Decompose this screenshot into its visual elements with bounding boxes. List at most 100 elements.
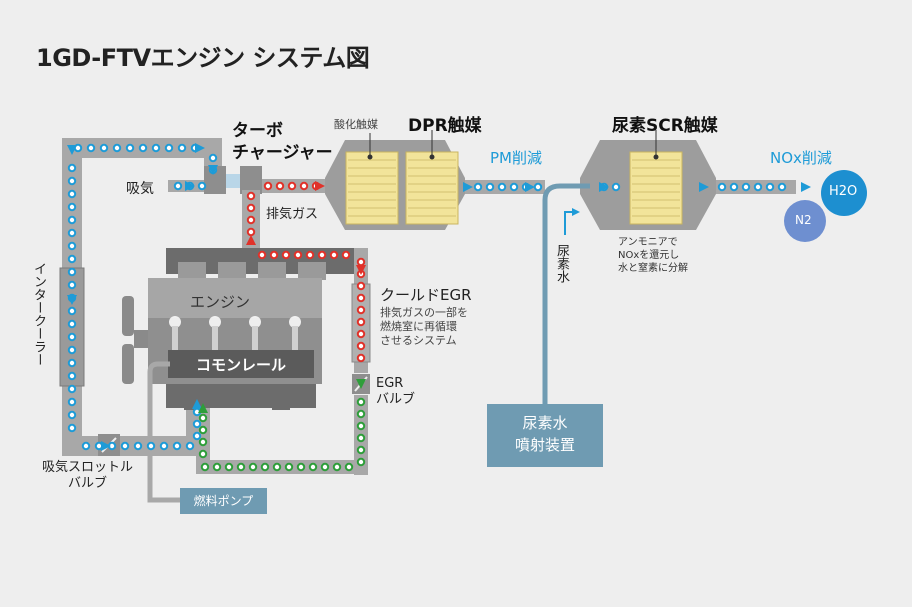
intake-flow-dot — [133, 441, 143, 451]
egr-return-dot — [356, 433, 366, 443]
exhaust-flow-dot — [777, 182, 787, 192]
dpr-catalyst-block — [405, 151, 459, 225]
intake-flow-dot — [67, 345, 77, 355]
exhaust-flow-dot — [246, 191, 256, 201]
egr-return-dot — [308, 462, 318, 472]
egr-flow-dot — [356, 353, 366, 363]
urea-injector-box — [487, 404, 603, 467]
egr-return-dot — [296, 462, 306, 472]
exhaust-flow-dot — [287, 181, 297, 191]
catalyst-hatch — [348, 159, 456, 217]
exhaust-flow-arrow — [246, 235, 256, 245]
exhaust-flow-arrow — [463, 182, 473, 192]
common-rail-bar — [168, 350, 314, 378]
n2-label: N2 — [795, 213, 812, 227]
page-title: 1GD-FTVエンジン システム図 — [36, 44, 370, 72]
oxidation-catalyst-label: 酸化触媒 — [334, 118, 378, 131]
exhaust-flow-dot — [533, 182, 543, 192]
egr-flow-dot — [356, 281, 366, 291]
exhaust-flow-arrow — [801, 182, 811, 192]
intake-flow-arrow — [101, 441, 111, 451]
intake-flow-dot — [192, 419, 202, 429]
intake-flow-dot — [67, 176, 77, 186]
fuel-pump-label: 燃料ポンプ — [193, 494, 254, 508]
egr-return-dot — [198, 437, 208, 447]
intake-flow-dot — [67, 319, 77, 329]
egr-flow-dot — [329, 250, 339, 260]
intake-flow-dot — [67, 410, 77, 420]
intake-flow-arrow — [67, 145, 77, 155]
egr-return-dot — [356, 421, 366, 431]
egr-flow-dot — [356, 341, 366, 351]
egr-flow-dot — [317, 250, 327, 260]
scr-catalyst-label: 尿素SCR触媒 — [612, 116, 718, 136]
intake-flow-dot — [112, 143, 122, 153]
intercooler-label: インタークーラー — [31, 262, 46, 366]
exhaust-flow-dot — [611, 182, 621, 192]
intake-flow-dot — [67, 358, 77, 368]
nox-reduction-label: NOx削減 — [770, 149, 832, 167]
egr-return-dot — [224, 462, 234, 472]
intake-flow-dot — [67, 397, 77, 407]
exhaust-flow-arrow — [599, 182, 609, 192]
exhaust-flow-dot — [485, 182, 495, 192]
urea-spray-arrow — [564, 211, 572, 235]
egr-return-arrow — [198, 403, 208, 413]
exhaust-flow-dot — [246, 203, 256, 213]
scr-catalyst-block — [629, 151, 683, 225]
throttle-valve-label: 吸気スロットル バルブ — [42, 460, 134, 491]
egr-flow-dot — [356, 329, 366, 339]
common-rail-label: コモンレール — [195, 356, 286, 374]
egr-flow-dot — [356, 305, 366, 315]
turbo-turbine — [240, 166, 262, 194]
intake-flow-dot — [67, 306, 77, 316]
intake-flow-dot — [67, 189, 77, 199]
turbo-shaft — [226, 174, 244, 188]
egr-return-dot — [200, 462, 210, 472]
intake-flow-dot — [67, 215, 77, 225]
fuel-line — [147, 361, 180, 503]
exhaust-flow-dot — [275, 181, 285, 191]
intake-flow-dot — [151, 143, 161, 153]
turbo-compressor — [204, 166, 226, 194]
urea-line — [542, 183, 590, 405]
exhaust-flow-dot — [509, 182, 519, 192]
exhaust-flow-arrow — [699, 182, 709, 192]
egr-flow-dot — [356, 293, 366, 303]
egr-return-dot — [198, 413, 208, 423]
cooled-egr-label: クールドEGR — [380, 286, 472, 304]
intake-flow-dot — [146, 441, 156, 451]
intake-flow-dot — [125, 143, 135, 153]
egr-note: 排気ガスの一部を 燃焼室に再循環 させるシステム — [380, 306, 468, 347]
intake-flow-dot — [81, 441, 91, 451]
egr-return-dot — [198, 449, 208, 459]
egr-return-dot — [212, 462, 222, 472]
egr-return-dot — [236, 462, 246, 472]
dpr-converter — [325, 130, 465, 230]
exhaust-flow-dot — [473, 182, 483, 192]
intake-flow-dot — [67, 228, 77, 238]
intake-flow-dot — [67, 423, 77, 433]
intake-flow-dot — [208, 153, 218, 163]
urea-water-label: 尿素水 — [554, 244, 569, 283]
egr-return-dot — [332, 462, 342, 472]
engine-block — [148, 248, 354, 410]
scr-note: アンモニアで NOxを還元し 水と窒素に分解 — [618, 237, 688, 274]
engine-fan — [122, 296, 148, 384]
exhaust-flow-arrow — [315, 181, 325, 191]
exhaust-flow-dot — [717, 182, 727, 192]
intake-flow-arrow — [208, 165, 218, 175]
egr-flow-dot — [281, 250, 291, 260]
egr-return-dot — [344, 462, 354, 472]
egr-return-dot — [198, 425, 208, 435]
intake-flow-dot — [67, 202, 77, 212]
egr-return-dot — [284, 462, 294, 472]
intake-flow-dot — [67, 384, 77, 394]
egr-flow-arrow — [356, 265, 366, 275]
flow-dots — [67, 143, 811, 472]
h2o-bubble — [821, 170, 867, 216]
dpr-catalyst-label: DPR触媒 — [408, 116, 482, 136]
egr-pipe-bottom — [196, 460, 368, 474]
egr-flow-dot — [293, 250, 303, 260]
